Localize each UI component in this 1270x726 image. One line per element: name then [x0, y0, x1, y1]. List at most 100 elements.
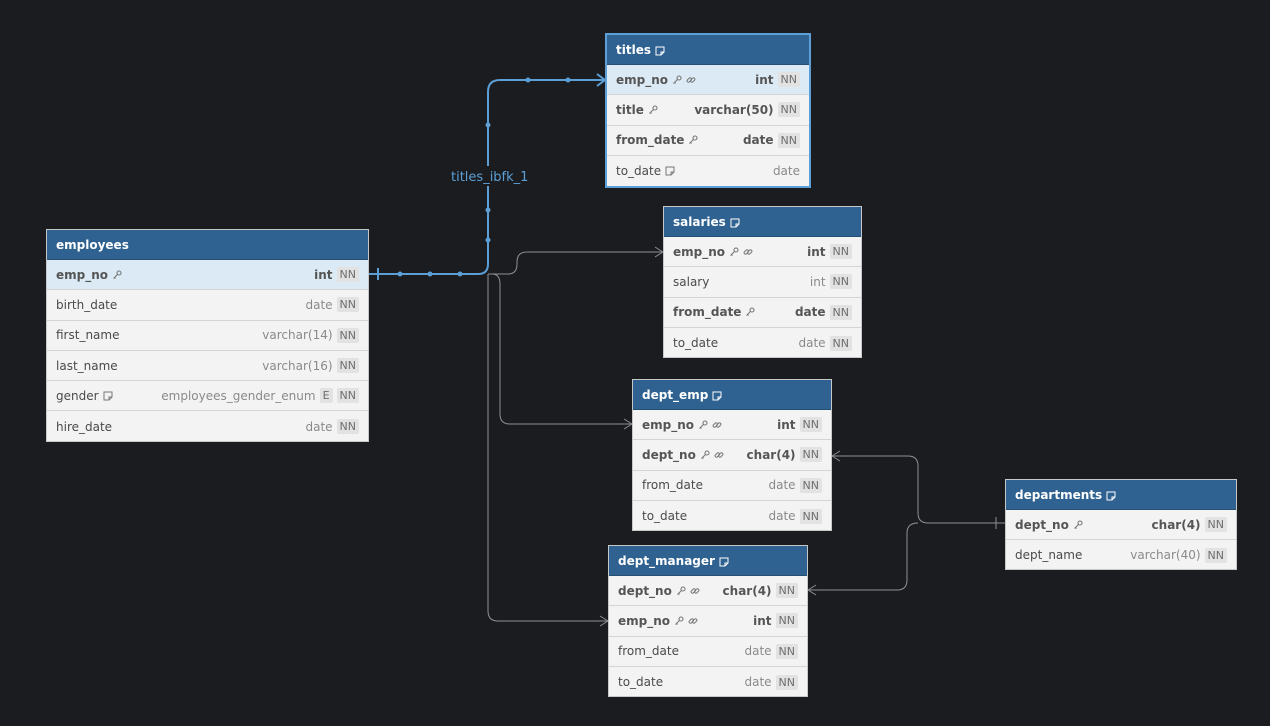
key-icon: [698, 420, 708, 430]
flow-dot: [457, 271, 463, 277]
note-icon[interactable]: [665, 166, 675, 176]
not-null-badge: NN: [336, 327, 359, 343]
field-name-text: dept_no: [1015, 517, 1069, 532]
link-icon: [712, 420, 722, 430]
table-header[interactable]: dept_manager: [609, 546, 807, 576]
link-employees-dept-manager[interactable]: [487, 274, 608, 622]
note-icon[interactable]: [655, 45, 665, 55]
field-type: varchar(14): [262, 328, 333, 343]
field-type: date: [768, 509, 796, 524]
note-icon[interactable]: [1106, 490, 1116, 500]
field-type: date: [744, 644, 772, 659]
many-marker: [596, 73, 606, 87]
note-icon[interactable]: [103, 391, 113, 401]
note-icon[interactable]: [712, 390, 722, 400]
field-row-dept-no[interactable]: dept_no char(4)NN: [1006, 510, 1236, 541]
table-title: dept_emp: [642, 387, 709, 402]
field-name: from_date: [673, 305, 756, 319]
many-marker: [599, 615, 609, 627]
link-icon: [743, 247, 753, 257]
flow-dot: [427, 271, 433, 277]
not-null-badge: NN: [775, 643, 798, 659]
flow-dot: [525, 77, 531, 83]
field-type: varchar(16): [262, 358, 333, 373]
note-icon[interactable]: [730, 217, 740, 227]
flow-dot: [485, 207, 491, 213]
field-name: to_date: [642, 509, 687, 523]
field-name: first_name: [56, 328, 119, 342]
note-icon[interactable]: [719, 556, 729, 566]
label-background: [448, 166, 528, 186]
field-type: int: [807, 244, 826, 259]
link-icon: [688, 616, 698, 626]
field-row-first-name[interactable]: first_name varchar(14)NN: [47, 321, 368, 351]
table-header[interactable]: titles: [607, 35, 809, 65]
field-type: date: [305, 297, 333, 312]
not-null-badge: NN: [336, 358, 359, 374]
field-type: date: [794, 305, 826, 320]
field-name: to_date: [618, 675, 663, 689]
not-null-badge: NN: [799, 417, 822, 433]
table-header[interactable]: departments: [1006, 480, 1236, 510]
not-null-badge: NN: [1204, 517, 1227, 533]
key-icon: [648, 105, 658, 115]
link-departments-dept-manager[interactable]: [808, 522, 919, 591]
link-employees-dept-emp[interactable]: [488, 273, 632, 425]
table-header[interactable]: employees: [47, 230, 368, 260]
many-marker: [831, 450, 841, 462]
key-icon: [112, 270, 122, 280]
field-name-text: title: [616, 102, 644, 117]
field-name-text: from_date: [616, 133, 685, 148]
not-null-badge: NN: [777, 132, 800, 148]
link-icon: [714, 450, 724, 460]
field-name: emp_no: [56, 268, 122, 282]
field-name-text: hire_date: [56, 419, 113, 434]
field-name-text: dept_no: [618, 583, 672, 598]
field-type: int: [314, 267, 333, 282]
not-null-badge: NN: [336, 267, 359, 283]
field-name: emp_no: [673, 245, 753, 259]
field-name-text: to_date: [618, 675, 664, 690]
field-type: char(4): [1151, 517, 1201, 532]
table-header[interactable]: dept_emp: [633, 380, 831, 410]
link-departments-dept-emp[interactable]: [832, 455, 1005, 524]
field-name-text: gender: [56, 388, 99, 403]
many-marker: [623, 418, 633, 430]
not-null-badge: NN: [799, 508, 822, 524]
link-employees-salaries[interactable]: [488, 251, 663, 275]
relationship-label[interactable]: titles_ibfk_1: [451, 170, 528, 185]
not-null-badge: NN: [1204, 547, 1227, 563]
field-type: char(4): [722, 583, 772, 598]
table-header[interactable]: salaries: [664, 207, 861, 237]
link-employees-titles[interactable]: [369, 79, 605, 275]
